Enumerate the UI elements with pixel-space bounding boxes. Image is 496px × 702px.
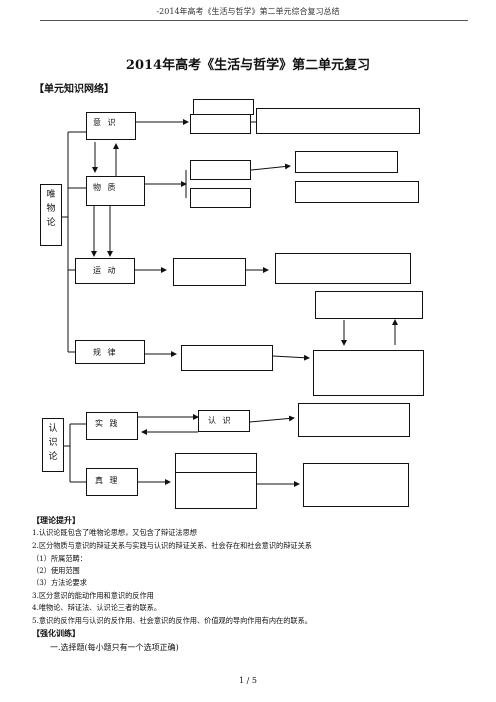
blank-box	[175, 453, 257, 509]
blank-box	[275, 253, 411, 284]
blank-box	[313, 350, 424, 396]
theory-line: （3）方法论要求	[32, 578, 87, 587]
theory-line: 1.认识论既包含了唯物论思想，又包含了辩证法思想	[32, 528, 197, 537]
guilv-label: 规 律	[93, 348, 118, 357]
theory-line: 4.唯物论、辩证法、认识论三者的联系。	[32, 603, 162, 612]
header-rule	[40, 20, 468, 21]
blank-box	[298, 403, 410, 437]
theory-line: （1）所属范畴：	[32, 554, 87, 563]
blank-box	[256, 108, 420, 134]
shijian-box: 实 践	[86, 412, 138, 440]
page-number: 1 / 5	[239, 676, 257, 685]
wuzhi-label: 物 质	[93, 183, 118, 192]
section-training-heading: 【强化训练】	[32, 628, 80, 638]
yishi-box: 意 识	[86, 112, 136, 140]
renshilun-box: 认识论	[42, 418, 64, 472]
page-title: 2014年高考《生活与哲学》第二单元复习	[125, 58, 371, 73]
blank-box	[303, 463, 409, 507]
guilv-box: 规 律	[75, 340, 145, 364]
blank-box	[181, 345, 273, 371]
zhenli-box: 真 理	[86, 468, 138, 496]
page-header: -2014年高考《生活与哲学》第二单元综合复习总结	[156, 7, 340, 16]
blank-box	[193, 99, 254, 115]
weiwulun-label: 唯物论	[46, 190, 56, 228]
section-theory-heading: 【理论提升】	[32, 515, 80, 525]
section-network-heading: 【单元知识网络】	[34, 84, 114, 95]
yundong-label: 运 动	[93, 266, 118, 275]
blank-box	[190, 188, 251, 208]
theory-line: 5.意识的反作用与认识的反作用、社会意识的反作用、价值观的导向作用有内在的联系。	[32, 616, 312, 625]
training-intro: 一.选择题(每小题只有一个选项正确)	[50, 643, 179, 652]
shijian-label: 实 践	[95, 419, 120, 428]
blank-box	[315, 291, 423, 319]
weiwulun-box: 唯物论	[40, 184, 62, 246]
wuzhi-box: 物 质	[86, 176, 145, 206]
yundong-box: 运 动	[75, 258, 135, 284]
blank-box	[295, 181, 419, 203]
blank-box	[190, 114, 251, 134]
blank-box	[173, 258, 246, 286]
yishi-label: 意 识	[93, 118, 118, 127]
renshi-box: 认 识	[198, 410, 250, 432]
theory-line: 2.区分物质与意识的辩证关系与实践与认识的辩证关系、社会存在和社会意识的辩证关系	[32, 541, 312, 550]
blank-box	[295, 151, 398, 173]
zhenli-label: 真 理	[95, 476, 120, 485]
renshilun-label: 认识论	[48, 424, 58, 462]
blank-box	[190, 160, 251, 180]
renshi-label: 认 识	[208, 416, 233, 425]
theory-line: （2）使用范围	[32, 566, 80, 575]
theory-line: 3.区分意识的能动作用和意识的反作用	[32, 591, 154, 600]
